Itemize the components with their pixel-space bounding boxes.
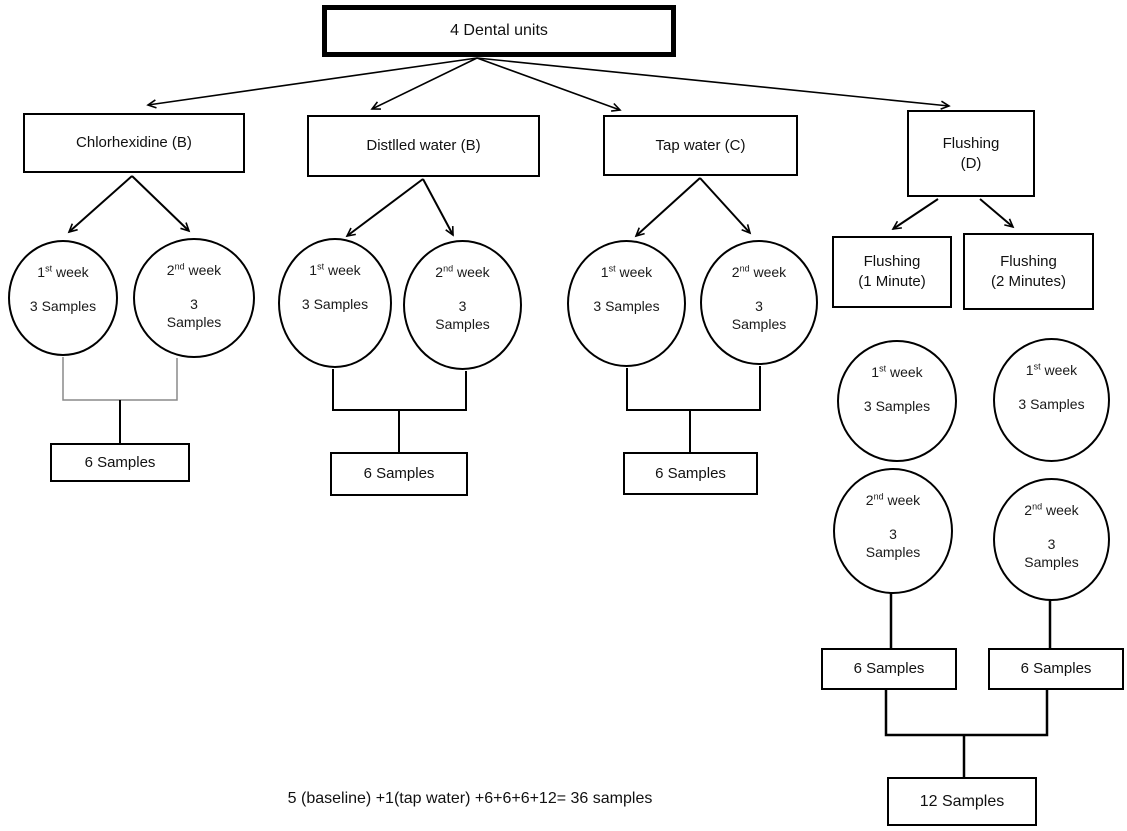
week-label: 1st week	[37, 263, 89, 280]
subgroup-box-flushing-2-minutes: Flushing (2 Minutes)	[963, 233, 1094, 310]
total-label: 12 Samples	[919, 792, 1005, 810]
samples-label: 3 Samples	[593, 298, 660, 314]
branch-label-line1: Flushing	[942, 134, 1000, 152]
week-circle-chlorhexidine-week1: 1st week 3 Samples	[8, 240, 118, 356]
samples-label: 3 Samples	[301, 296, 369, 312]
subgroup-box-flushing-1-minute: Flushing (1 Minute)	[832, 236, 952, 308]
week-label: 2nd week	[166, 261, 222, 278]
week-label: 2nd week	[865, 491, 921, 508]
week-label: 1st week	[871, 363, 923, 380]
week-circle-flush1min-week1: 1st week 3 Samples	[837, 340, 957, 462]
branch-label: Tap water (C)	[655, 136, 746, 154]
branch-label: Chlorhexidine (B)	[76, 134, 192, 151]
week-circle-tap-week1: 1st week 3 Samples	[567, 240, 686, 367]
branch-to-circle-arrows	[67, 175, 1015, 238]
subgroup-label-line1: Flushing	[1000, 252, 1057, 270]
branch-box-chlorhexidine: Chlorhexidine (B)	[23, 113, 245, 173]
samples-label: 3 Samples	[1018, 396, 1085, 412]
aggregation-connectors	[62, 357, 1052, 778]
week-label: 1st week	[1025, 361, 1078, 378]
branch-label: Distlled water (B)	[366, 137, 481, 154]
subgroup-label-line2: (2 Minutes)	[990, 272, 1067, 290]
week-label: 1st week	[600, 263, 653, 280]
footer-formula: 5 (baseline) +1(tap water) +6+6+6+12= 36…	[287, 790, 653, 807]
branch-label-line2: (D)	[960, 154, 982, 172]
root-fan-arrows	[146, 57, 951, 112]
total-box-chlorhexidine: 6 Samples	[50, 443, 190, 482]
branch-box-flushing: Flushing (D)	[907, 110, 1035, 197]
subgroup-label-line1: Flushing	[863, 253, 921, 270]
week-label: 2nd week	[435, 263, 490, 280]
branch-box-distilled-water: Distlled water (B)	[307, 115, 540, 177]
total-label: 6 Samples	[853, 660, 925, 677]
week-label: 2nd week	[731, 263, 787, 280]
root-box: 4 Dental units	[322, 5, 676, 57]
total-box-tap: 6 Samples	[623, 452, 758, 495]
total-box-distilled: 6 Samples	[330, 452, 468, 496]
total-label: 6 Samples	[1020, 660, 1092, 677]
samples-label: 3 Samples	[863, 398, 931, 414]
week-circle-distilled-week1: 1st week 3 Samples	[278, 238, 392, 368]
week-label: 1st week	[309, 261, 361, 278]
total-box-flush1min: 6 Samples	[821, 648, 957, 690]
week-circle-flush2min-week1: 1st week 3 Samples	[993, 338, 1110, 462]
branch-box-tap-water: Tap water (C)	[603, 115, 798, 176]
samples-label: 3 Samples	[29, 298, 97, 314]
total-box-flushing-combined: 12 Samples	[887, 777, 1037, 826]
subgroup-label-line2: (1 Minute)	[858, 273, 926, 290]
total-label: 6 Samples	[655, 464, 726, 482]
total-box-flush2min: 6 Samples	[988, 648, 1124, 690]
week-label: 2nd week	[1024, 501, 1079, 518]
total-label: 6 Samples	[84, 453, 156, 471]
root-label: 4 Dental units	[450, 22, 548, 39]
total-label: 6 Samples	[363, 465, 435, 482]
